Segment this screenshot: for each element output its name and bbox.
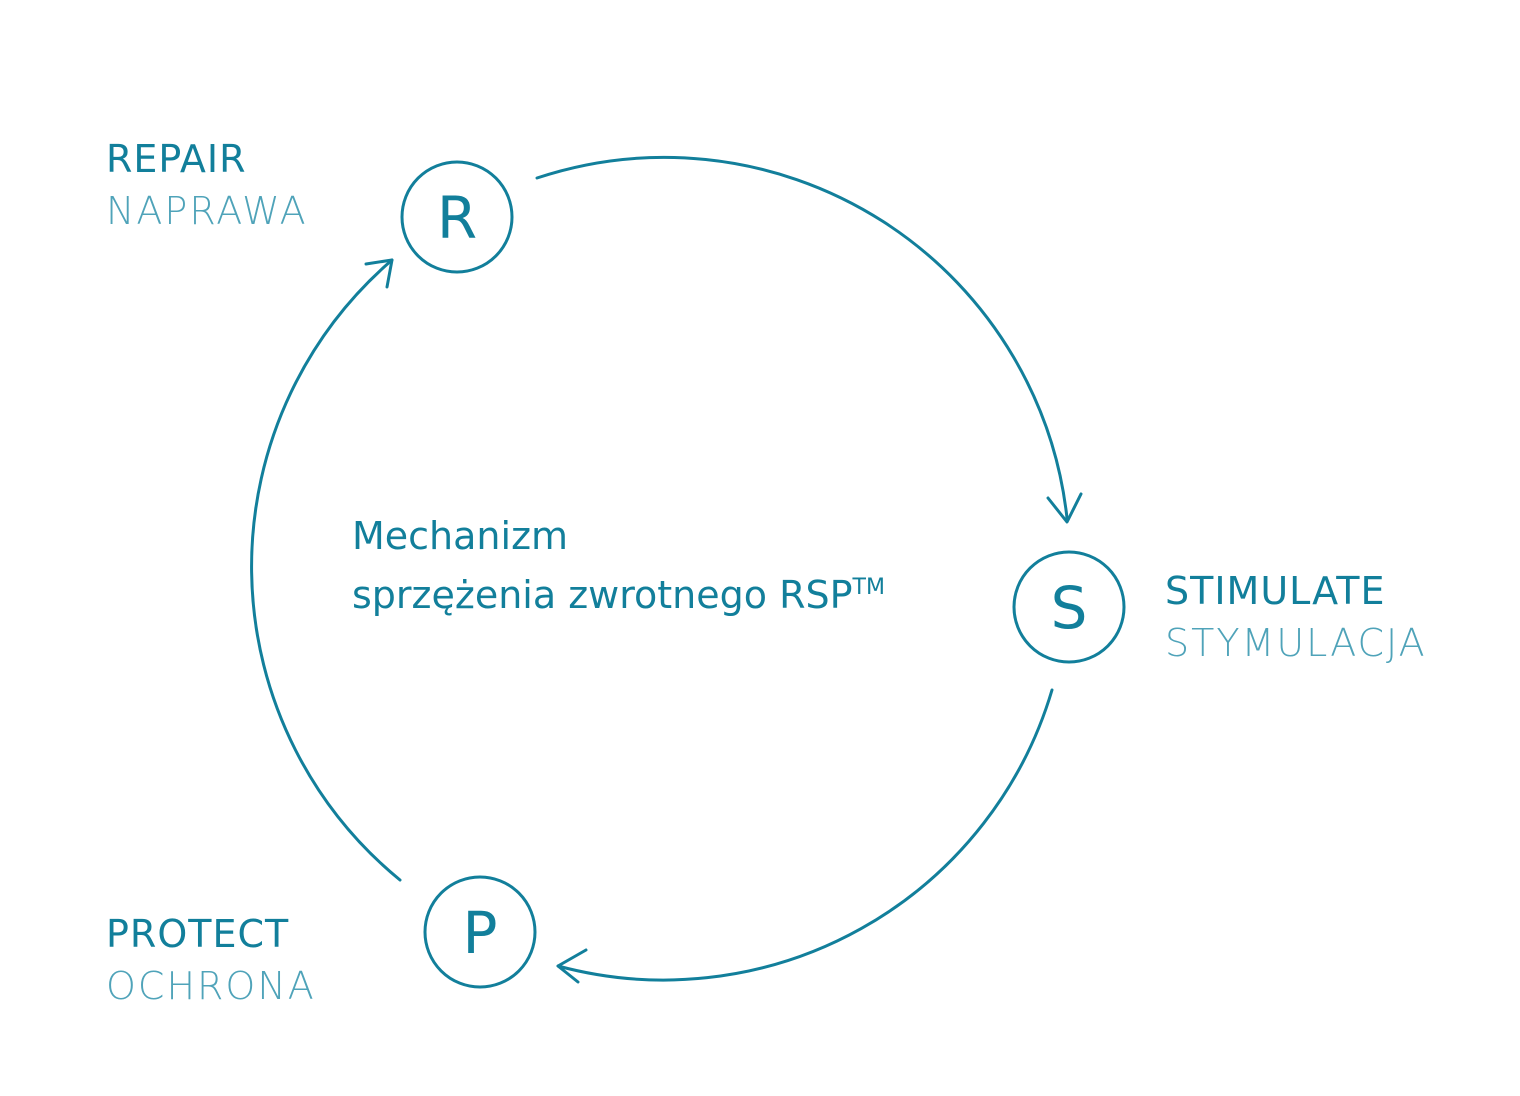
node-protect: P xyxy=(423,875,537,989)
diagram-title-line2: sprzężenia zwrotnego RSPTM xyxy=(352,562,885,621)
diagram-title: Mechanizm sprzężenia zwrotnego RSPTM xyxy=(352,510,885,621)
protect-label-pl: OCHRONA xyxy=(106,964,316,1008)
node-repair: R xyxy=(400,160,514,274)
stimulate-label-pl: STYMULACJA xyxy=(1165,621,1427,665)
arrow-repair-to-stimulate xyxy=(535,155,1069,520)
node-stimulate-letter: S xyxy=(1051,574,1088,642)
arrow-protect-to-repair xyxy=(250,258,402,882)
node-protect-letter: P xyxy=(463,899,498,967)
stimulate-label-en: STIMULATE xyxy=(1165,569,1386,613)
diagram-title-line1: Mechanizm xyxy=(352,514,569,558)
node-repair-letter: R xyxy=(437,184,477,252)
arrowhead-stimulate-icon xyxy=(1046,492,1083,524)
arrowhead-protect-icon xyxy=(556,948,588,984)
arrowhead-repair-icon xyxy=(364,258,394,289)
trademark-mark: TM xyxy=(852,575,885,600)
arrow-stimulate-to-protect xyxy=(556,688,1054,982)
node-stimulate: S xyxy=(1012,550,1126,664)
protect-label-en: PROTECT xyxy=(106,912,290,956)
repair-label-en: REPAIR xyxy=(106,137,247,181)
repair-label-pl: NAPRAWA xyxy=(106,189,308,233)
diagram-title-line2-text: sprzężenia zwrotnego RSP xyxy=(352,573,853,617)
